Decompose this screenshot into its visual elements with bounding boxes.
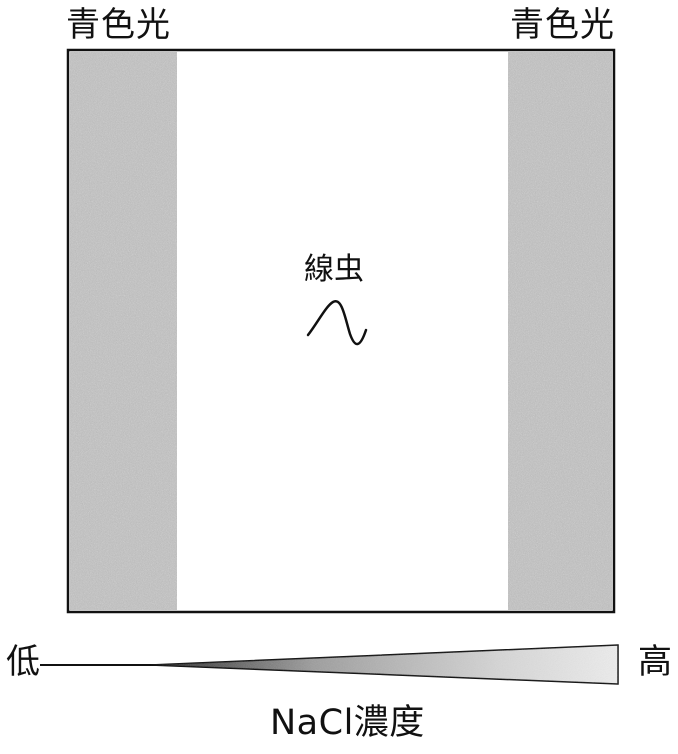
worm-icon	[306, 300, 368, 346]
gradient-low-label: 低	[6, 642, 40, 682]
left-blue-light-region	[70, 52, 177, 610]
left-blue-light-label: 青色光	[66, 5, 171, 45]
nacl-gradient-wedge	[40, 644, 619, 685]
worm-label: 線虫	[304, 252, 364, 287]
right-blue-light-label: 青色光	[510, 5, 615, 45]
right-blue-light-region	[508, 52, 612, 610]
gradient-high-label: 高	[638, 642, 672, 682]
nacl-concentration-label: NaCl濃度	[270, 703, 425, 743]
